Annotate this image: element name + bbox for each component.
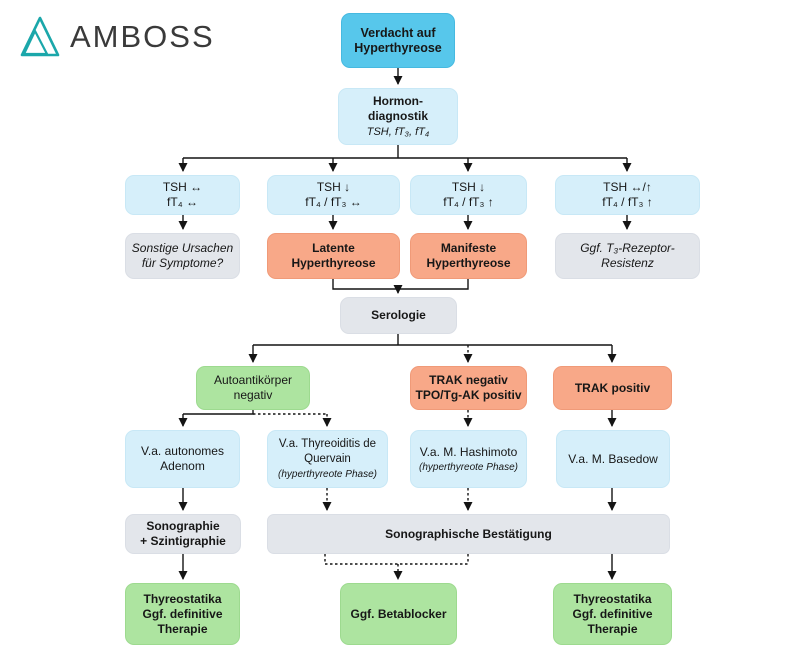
node-serologie: Serologie (340, 297, 457, 334)
elbow-autoak-left (183, 410, 254, 415)
node-autonomes-adenom: V.a. autonomes Adenom (125, 430, 240, 488)
node-verdacht-auf-hyperthyreose: Verdacht auf Hyperthyreose (341, 13, 455, 68)
node-subline: TSH, fT₃, fT₄ (366, 126, 430, 138)
node-tsh-low-ft-normal: TSH ↓ fT₄ / fT₃ ↔ (267, 175, 400, 215)
node-m-hashimoto: V.a. M. Hashimoto (hyperthyreote Phase) (410, 430, 527, 488)
node-line: Thyreostatika (143, 591, 222, 606)
node-trak-negativ-tpo-positiv: TRAK negativ TPO/Tg-AK positiv (410, 366, 527, 410)
node-line: V.a. autonomes (141, 444, 224, 458)
node-line: Ggf. T₃-Rezeptor- (580, 241, 675, 255)
node-line: Manifeste (440, 241, 497, 255)
node-line: Verdacht auf (360, 25, 436, 40)
node-line: V.a. M. Basedow (568, 451, 658, 466)
node-line: Adenom (160, 459, 205, 473)
node-line: TSH ↔/↑ (603, 180, 652, 194)
node-line: fT₄ / fT₃ ↑ (602, 195, 653, 209)
node-line: TSH ↔ (162, 180, 203, 194)
node-latente-hyperthyreose: Latente Hyperthyreose (267, 233, 400, 279)
node-line: Ggf. definitive (142, 606, 223, 621)
node-line: TSH ↓ (451, 180, 486, 194)
node-line: V.a. M. Hashimoto (419, 444, 518, 459)
branch-hormon (183, 145, 627, 159)
node-line: Therapie (157, 621, 208, 636)
amboss-logo-text: AMBOSS (70, 19, 215, 54)
elbow-bestaetigung-dashed (324, 554, 469, 565)
node-betablocker: Ggf. Betablocker (340, 583, 457, 645)
node-line: Resistenz (601, 256, 654, 270)
node-line: Sonographie (146, 519, 220, 533)
branch-serologie (253, 334, 612, 346)
node-line: Thyreostatika (573, 591, 652, 606)
node-line: Autoantikörper (213, 373, 293, 387)
node-line: diagnostik (367, 109, 428, 123)
node-line: negativ (233, 388, 273, 402)
node-autoantikoerper-negativ: Autoantikörper negativ (196, 366, 310, 410)
amboss-triangle-icon (20, 16, 60, 57)
node-sonographie-szintigraphie: Sonographie + Szintigraphie (125, 514, 241, 554)
node-t3-rezeptor-resistenz: Ggf. T₃-Rezeptor- Resistenz (555, 233, 700, 279)
node-line: Sonstige Ursachen (131, 241, 234, 255)
node-hormondiagnostik: Hormon- diagnostik TSH, fT₃, fT₄ (338, 88, 458, 145)
node-line: Hormon- (373, 94, 423, 108)
elbow-to-serologie (332, 279, 469, 290)
node-line: TSH ↓ (316, 180, 351, 194)
node-line: Hyperthyreose (291, 256, 376, 270)
node-manifeste-hyperthyreose: Manifeste Hyperthyreose (410, 233, 527, 279)
node-line: TRAK positiv (574, 380, 651, 395)
node-line: + Szintigraphie (140, 534, 226, 548)
node-thyreostatika-links: Thyreostatika Ggf. definitive Therapie (125, 583, 240, 645)
node-line: Hyperthyreose (354, 40, 442, 55)
node-trak-positiv: TRAK positiv (553, 366, 672, 410)
node-line: TRAK negativ (429, 373, 508, 387)
node-tsh-normal-ft4-normal: TSH ↔ fT₄ ↔ (125, 175, 240, 215)
node-line: fT₄ ↔ (167, 195, 198, 209)
node-line: Serologie (371, 308, 426, 322)
node-line: Quervain (304, 453, 351, 465)
node-m-basedow: V.a. M. Basedow (556, 430, 670, 488)
node-tsh-low-ft-high: TSH ↓ fT₄ / fT₃ ↑ (410, 175, 527, 215)
node-tsh-normal-high-ft-high: TSH ↔/↑ fT₄ / fT₃ ↑ (555, 175, 700, 215)
node-thyreostatika-rechts: Thyreostatika Ggf. definitive Therapie (553, 583, 672, 645)
node-sonstige-ursachen: Sonstige Ursachen für Symptome? (125, 233, 240, 279)
node-line: Sonographische Bestätigung (385, 526, 552, 541)
node-line: Therapie (587, 621, 638, 636)
node-line: für Symptome? (141, 256, 224, 270)
node-line: Latente (312, 241, 355, 255)
node-line: TPO/Tg-AK positiv (415, 388, 522, 402)
node-line: fT₄ / fT₃ ↔ (305, 195, 362, 209)
node-thyreoiditis-de-quervain: V.a. Thyreoiditis de Quervain (hyperthyr… (267, 430, 388, 488)
node-line: V.a. Thyreoiditis de (278, 438, 377, 450)
node-line: Ggf. Betablocker (350, 606, 447, 621)
node-line: Ggf. definitive (572, 606, 653, 621)
amboss-logo: AMBOSS (20, 16, 215, 58)
node-sonographische-bestaetigung: Sonographische Bestätigung (267, 514, 670, 554)
node-line: fT₄ / fT₃ ↑ (443, 195, 494, 209)
node-note: (hyperthyreote Phase) (419, 461, 518, 473)
node-note: (hyperthyreote Phase) (278, 469, 377, 480)
node-line: Hyperthyreose (426, 256, 511, 270)
